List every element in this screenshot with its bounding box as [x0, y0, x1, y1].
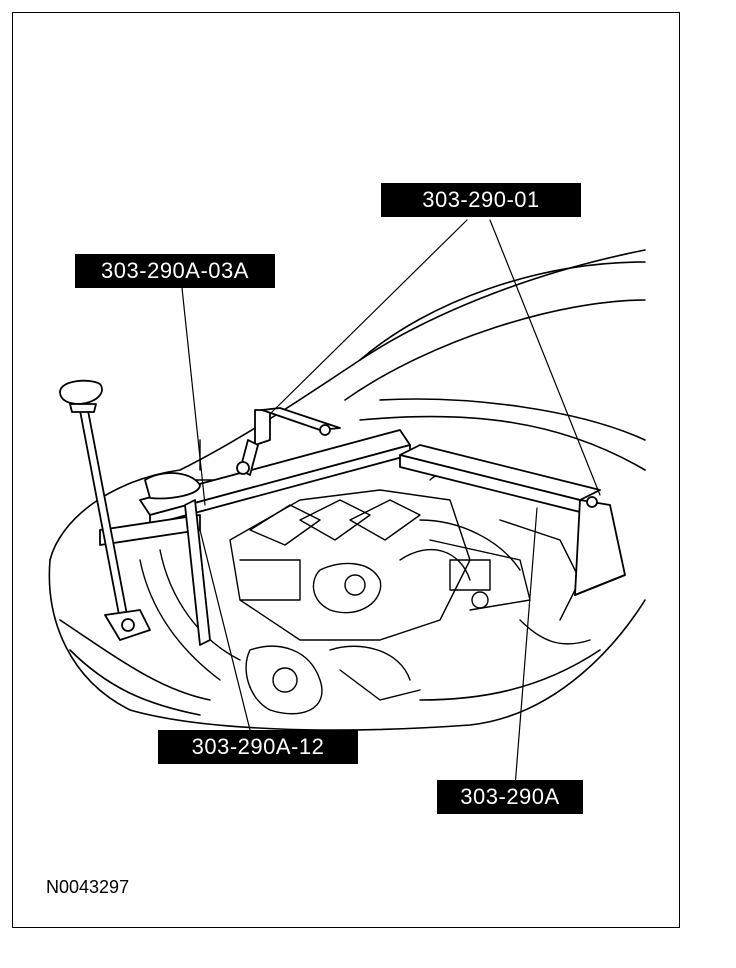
- callout-303-290-01: 303-290-01: [381, 183, 581, 217]
- figure-id: N0043297: [46, 877, 130, 897]
- callout-303-290a-03a: 303-290A-03A: [75, 254, 275, 288]
- callout-303-290a-12: 303-290A-12: [158, 730, 358, 764]
- engine-bay: [139, 439, 591, 715]
- leader-lines: [181, 219, 601, 788]
- support-bar-assembly: [59, 379, 626, 646]
- callout-303-290a: 303-290A: [437, 780, 583, 814]
